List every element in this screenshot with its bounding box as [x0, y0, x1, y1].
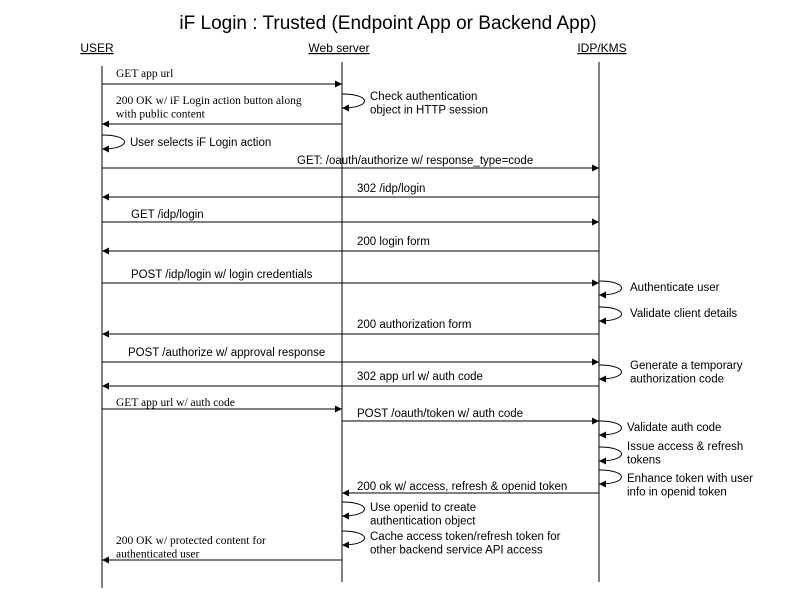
- message-14: Generate a temporary authorization code: [598, 360, 743, 386]
- message-11: Validate client details: [598, 306, 737, 325]
- message-label-line: Validate auth code: [627, 422, 721, 434]
- message-label-line: GET /idp/login: [131, 209, 204, 221]
- self-message-arrow: [598, 446, 622, 465]
- message-22: Use openid to create authentication objec…: [341, 501, 476, 528]
- message-label-line: Cache access token/refresh token for: [370, 531, 561, 543]
- message-label-line: 200 OK w/ iF Login action button along: [116, 95, 302, 107]
- message-label-line: User selects iF Login action: [130, 137, 271, 149]
- self-message-arrow: [598, 280, 622, 299]
- message-label-line: 302 app url w/ auth code: [357, 371, 483, 383]
- message-label-line: info in openid token: [627, 487, 727, 499]
- message-21: 200 ok w/ access, refresh & openid token: [342, 481, 599, 497]
- message-label-line: Enhance token with user: [627, 473, 753, 485]
- message-label-line: tokens: [627, 455, 661, 467]
- message-label-line: authentication object: [370, 516, 476, 528]
- message-24: 200 OK w/ protected content for authentic…: [102, 535, 342, 564]
- message-label: POST /idp/login w/ login credentials: [131, 269, 313, 281]
- self-message-arrow: [101, 134, 125, 153]
- message-label: GET /idp/login: [131, 209, 204, 221]
- message-label-line: POST /authorize w/ approval response: [128, 347, 325, 359]
- message-label: Validate client details: [630, 308, 737, 320]
- message-label: POST /authorize w/ approval response: [128, 347, 325, 359]
- message-label: Use openid to create authentication objec…: [370, 502, 476, 528]
- self-message-arrow: [598, 306, 622, 325]
- message-label-line: Authenticate user: [630, 282, 720, 294]
- message-3: 200 OK w/ iF Login action button along wi…: [102, 95, 342, 128]
- message-label-line: POST /oauth/token w/ auth code: [357, 408, 523, 420]
- message-label-line: Use openid to create: [370, 502, 476, 514]
- self-message-arrow: [598, 469, 622, 488]
- message-label: GET app url w/ auth code: [116, 397, 235, 409]
- message-2: Check authentication object in HTTP sessi…: [341, 91, 488, 117]
- message-label-line: authenticated user: [116, 549, 200, 561]
- self-message-arrow: [341, 501, 365, 520]
- message-label-line: Check authentication: [370, 91, 477, 103]
- message-1: GET app url: [102, 68, 342, 88]
- message-label: 200 authorization form: [357, 319, 471, 331]
- message-label-line: GET app url w/ auth code: [116, 397, 235, 409]
- message-label-line: 200 OK w/ protected content for: [116, 535, 266, 547]
- message-label-line: Issue access & refresh: [627, 441, 743, 453]
- message-7: GET /idp/login: [102, 209, 599, 226]
- message-5: GET: /oauth/authorize w/ response_type=c…: [102, 155, 599, 172]
- message-9: POST /idp/login w/ login credentials: [102, 269, 599, 287]
- message-label-line: object in HTTP session: [370, 105, 488, 117]
- message-18: Validate auth code: [598, 420, 721, 439]
- actor-idp-kms-label: IDP/KMS: [577, 41, 626, 55]
- message-label: 302 app url w/ auth code: [357, 371, 483, 383]
- message-label: User selects iF Login action: [130, 137, 271, 149]
- message-label: 200 OK w/ protected content for authentic…: [116, 535, 266, 561]
- message-15: 302 app url w/ auth code: [102, 371, 599, 390]
- message-label: Enhance token with user info in openid to…: [627, 473, 753, 499]
- message-13: POST /authorize w/ approval response: [102, 347, 599, 366]
- message-label: POST /oauth/token w/ auth code: [357, 408, 523, 420]
- message-label: Generate a temporary authorization code: [630, 360, 743, 386]
- message-label-line: POST /idp/login w/ login credentials: [131, 269, 313, 281]
- message-12: 200 authorization form: [102, 319, 599, 338]
- message-label: 200 OK w/ iF Login action button along wi…: [116, 95, 302, 121]
- message-label: Check authentication object in HTTP sessi…: [370, 91, 488, 117]
- message-label: GET: /oauth/authorize w/ response_type=c…: [297, 155, 533, 167]
- message-label-line: 200 authorization form: [357, 319, 471, 331]
- message-6: 302 /idp/login: [102, 183, 599, 201]
- self-message-arrow: [341, 93, 365, 112]
- message-label-line: 302 /idp/login: [357, 183, 425, 195]
- message-label: Validate auth code: [627, 422, 721, 434]
- message-label: 302 /idp/login: [357, 183, 425, 195]
- message-label-line: Generate a temporary: [630, 360, 743, 372]
- message-label: 200 login form: [357, 236, 430, 248]
- message-17: POST /oauth/token w/ auth code: [342, 408, 599, 425]
- message-label-line: authorization code: [630, 374, 724, 386]
- actor-user-label: USER: [80, 41, 114, 55]
- message-label-line: with public content: [116, 109, 206, 121]
- message-label-line: GET app url: [116, 68, 173, 80]
- actor-web-server-label: Web server: [308, 41, 369, 55]
- message-label: Cache access token/refresh token for othe…: [370, 531, 561, 557]
- message-label: Issue access & refresh tokens: [627, 441, 743, 467]
- message-16: GET app url w/ auth code: [102, 397, 342, 413]
- message-label: 200 ok w/ access, refresh & openid token: [357, 481, 567, 493]
- message-label-line: GET: /oauth/authorize w/ response_type=c…: [297, 155, 533, 167]
- message-19: Issue access & refresh tokens: [598, 441, 743, 467]
- message-label-line: other backend service API access: [370, 545, 543, 557]
- message-23: Cache access token/refresh token for othe…: [341, 530, 561, 557]
- self-message-arrow: [598, 364, 622, 383]
- message-label-line: 200 login form: [357, 236, 430, 248]
- diagram-title: iF Login : Trusted (Endpoint App or Back…: [179, 13, 596, 34]
- message-10: Authenticate user: [598, 280, 720, 299]
- self-message-arrow: [341, 530, 365, 549]
- message-label: Authenticate user: [630, 282, 720, 294]
- message-4: User selects iF Login action: [101, 134, 271, 153]
- message-label-line: 200 ok w/ access, refresh & openid token: [357, 481, 567, 493]
- message-20: Enhance token with user info in openid to…: [598, 469, 753, 499]
- message-label: GET app url: [116, 68, 173, 80]
- message-8: 200 login form: [102, 236, 599, 255]
- self-message-arrow: [598, 420, 622, 439]
- message-label-line: Validate client details: [630, 308, 737, 320]
- actor-headers: USER Web server IDP/KMS: [80, 41, 626, 55]
